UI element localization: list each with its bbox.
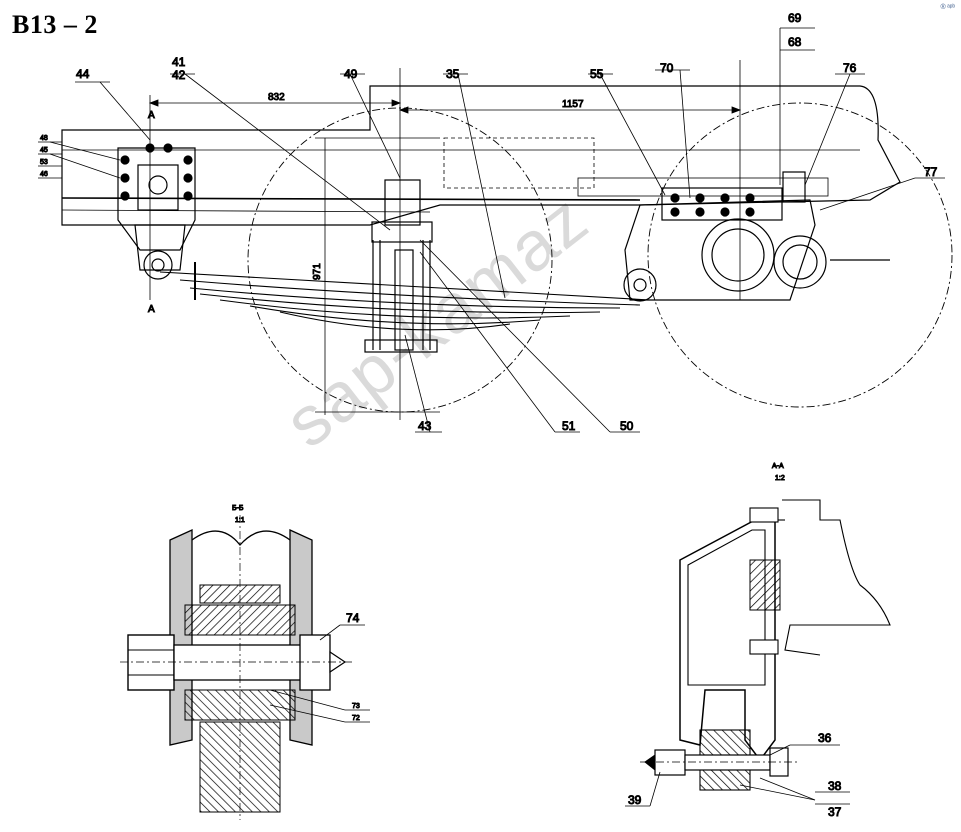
section-mark-a-top: A [148, 110, 155, 121]
callout-70: 70 [660, 61, 674, 75]
callout-leaders [38, 27, 945, 433]
callout-36: 36 [818, 731, 832, 745]
callout-72: 72 [352, 715, 360, 722]
dimension-lines [148, 60, 742, 420]
callout-76: 76 [843, 61, 857, 75]
callout-73: 73 [352, 703, 360, 710]
callout-74: 74 [346, 611, 360, 625]
callout-55: 55 [590, 67, 604, 81]
callout-50: 50 [620, 419, 634, 433]
sheet-title: B13 – 2 [12, 10, 98, 39]
callout-37: 37 [828, 805, 842, 819]
callout-77: 77 [924, 165, 938, 179]
section-aa-view: А-А 1:2 36 38 37 39 [625, 463, 891, 820]
callout-69: 69 [788, 11, 802, 25]
main-assembly-view: 832 1157 971 A A [38, 11, 953, 434]
u-bolt-assembly [364, 179, 438, 353]
dimension-1157: 1157 [562, 99, 584, 110]
callout-42: 42 [172, 68, 186, 82]
callout-39: 39 [628, 793, 642, 807]
section-bb-title: Б-Б [232, 505, 244, 512]
corner-mark: ® ᵃᵖᵇ [940, 4, 955, 11]
callout-68: 68 [788, 35, 802, 49]
callout-46: 46 [40, 171, 48, 178]
section-bb-view: Б-Б 1:1 74 73 72 [120, 505, 370, 820]
callout-49: 49 [344, 67, 358, 81]
front-spring-bracket [117, 143, 196, 280]
section-aa-title: А-А [772, 463, 784, 470]
callout-48: 48 [40, 135, 48, 142]
balancer-bracket [623, 171, 890, 302]
callout-51: 51 [562, 419, 576, 433]
dimension-832: 832 [268, 92, 285, 103]
callout-38: 38 [828, 779, 842, 793]
section-aa-scale: 1:2 [775, 475, 785, 482]
dimension-971: 971 [312, 263, 323, 280]
leaf-spring [159, 262, 651, 331]
section-mark-a-bottom: A [148, 304, 155, 315]
callout-43: 43 [418, 419, 432, 433]
callout-41: 41 [172, 55, 186, 69]
callout-44: 44 [76, 67, 90, 81]
callout-45: 45 [40, 147, 48, 154]
callout-53: 53 [40, 159, 48, 166]
callout-35: 35 [446, 67, 460, 81]
rear-wheel-outline [647, 102, 953, 408]
